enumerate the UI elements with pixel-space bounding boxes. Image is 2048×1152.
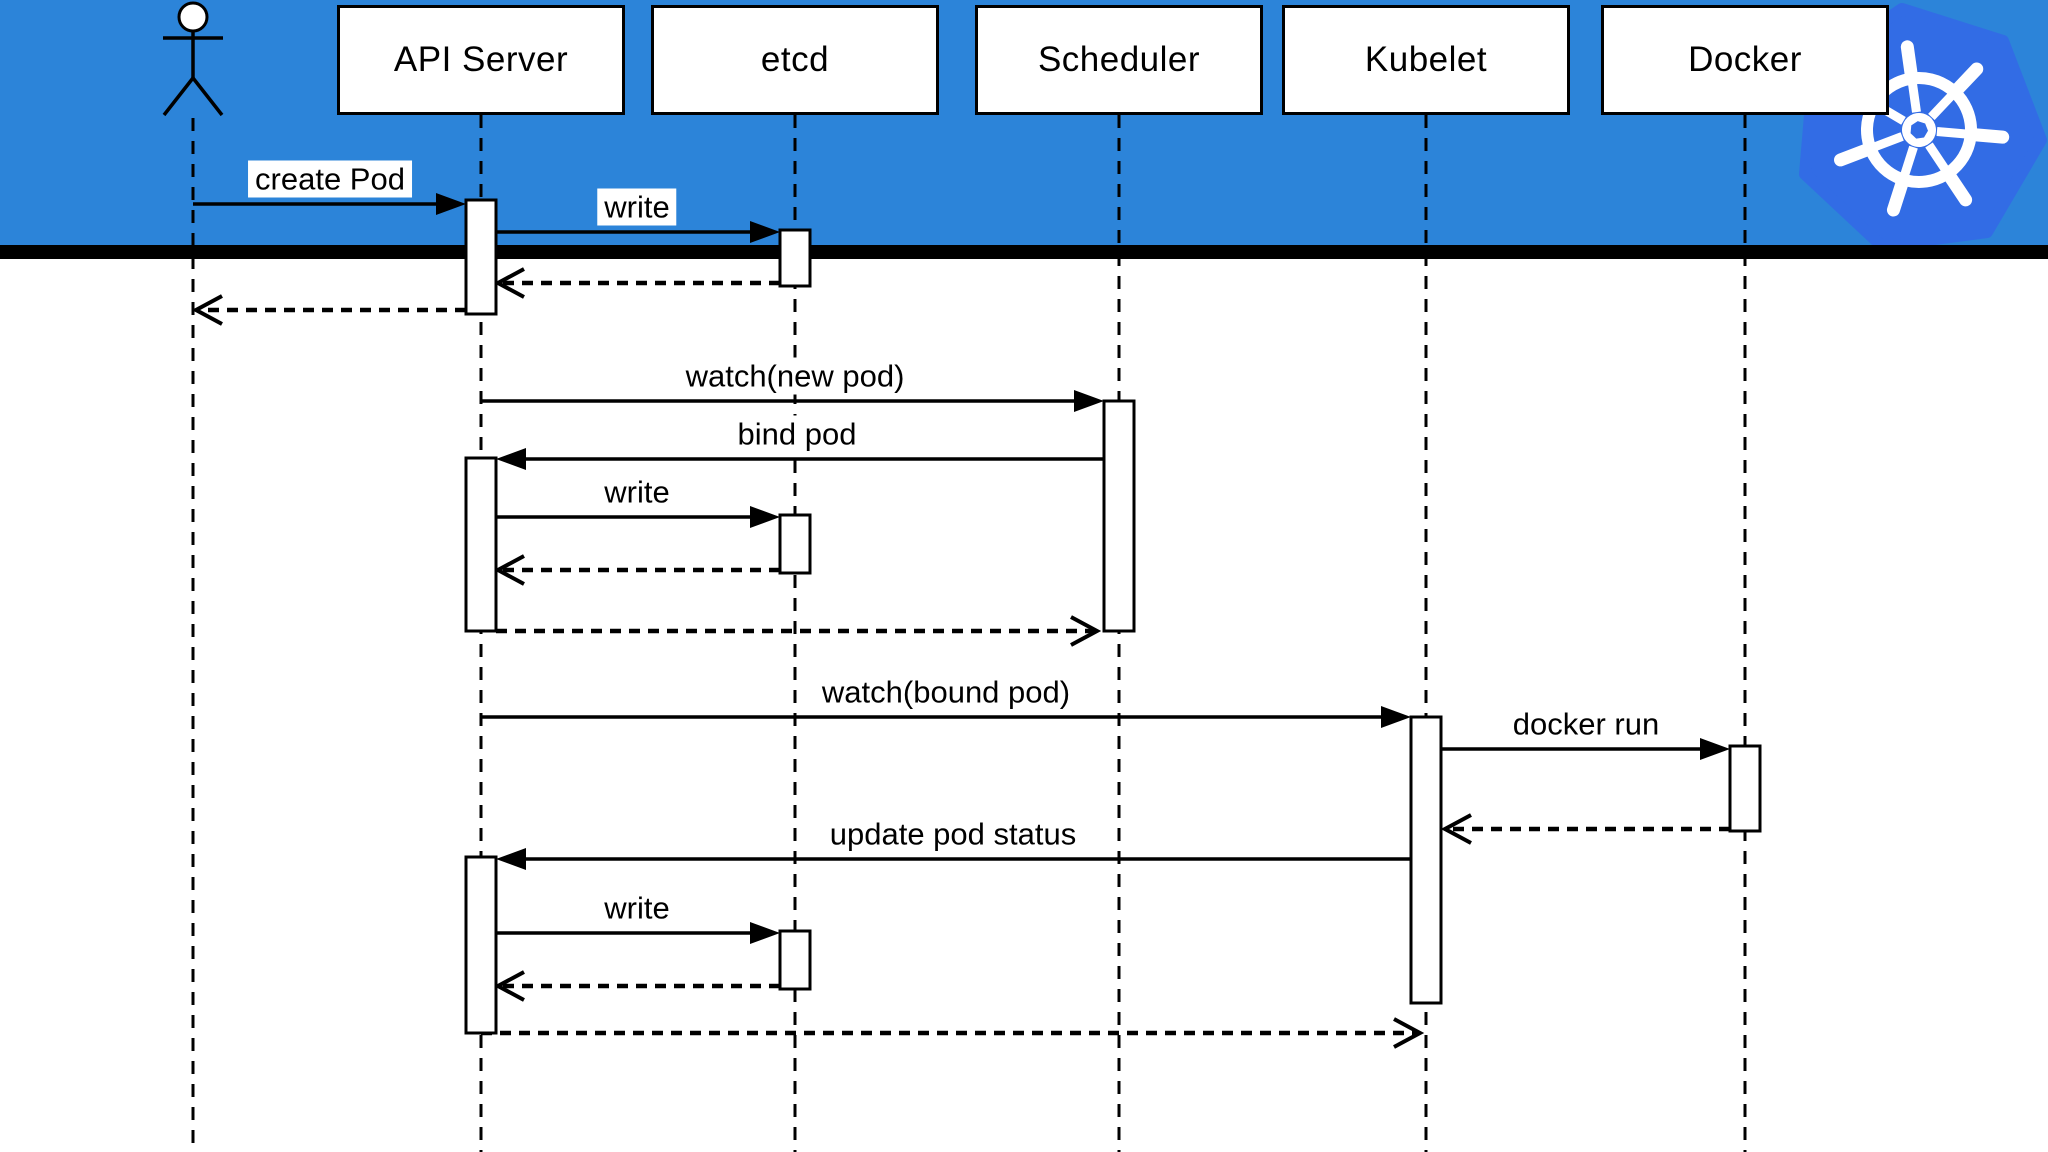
message-label-watch-new-pod: watch(new pod) xyxy=(678,357,912,395)
activation-etcd-2 xyxy=(778,513,812,575)
activation-api-server-2 xyxy=(464,456,498,633)
arrow-write-2 xyxy=(496,506,780,528)
message-label-update-pod-status: update pod status xyxy=(822,815,1084,853)
message-label-create-pod: create Pod xyxy=(248,160,412,198)
participant-box-etcd: etcd xyxy=(651,5,939,115)
actor-icon xyxy=(162,1,224,117)
arrow-create-pod xyxy=(193,193,466,215)
arrow-watch-new-pod xyxy=(481,390,1104,412)
activation-docker xyxy=(1728,744,1762,833)
activation-api-server-1 xyxy=(464,198,498,316)
participant-box-kubelet: Kubelet xyxy=(1282,5,1570,115)
message-label-docker-run: docker run xyxy=(1505,705,1667,743)
activation-scheduler xyxy=(1102,399,1136,633)
arrow-docker-run xyxy=(1441,738,1730,760)
return-docker-to-kubelet xyxy=(1440,813,1730,845)
participant-box-docker: Docker xyxy=(1601,5,1889,115)
return-etcd-to-api-3 xyxy=(493,970,780,1002)
arrow-write-1 xyxy=(496,221,780,243)
divider-line xyxy=(0,245,2048,259)
kubernetes-wheel-icon xyxy=(1834,40,2010,217)
arrow-bind-pod xyxy=(496,448,1104,470)
message-label-bind-pod: bind pod xyxy=(730,415,864,453)
return-etcd-to-api-2 xyxy=(493,554,780,586)
activation-api-server-3 xyxy=(464,855,498,1035)
arrow-update-pod-status xyxy=(496,848,1411,870)
activation-kubelet xyxy=(1409,715,1443,1005)
return-api-to-scheduler xyxy=(496,615,1102,647)
message-label-watch-bound-pod: watch(bound pod) xyxy=(814,673,1078,711)
participant-box-api-server: API Server xyxy=(337,5,625,115)
return-etcd-to-api-1 xyxy=(493,267,780,299)
message-label-write-2: write xyxy=(597,473,677,511)
arrow-write-3 xyxy=(496,922,780,944)
activation-etcd-1 xyxy=(778,228,812,288)
message-label-write-3: write xyxy=(597,889,677,927)
participant-box-scheduler: Scheduler xyxy=(975,5,1263,115)
activation-etcd-3 xyxy=(778,929,812,991)
return-api-to-user xyxy=(191,294,466,326)
return-api-to-kubelet xyxy=(481,1017,1425,1049)
arrow-watch-bound-pod xyxy=(481,706,1411,728)
message-label-write-1: write xyxy=(597,188,677,226)
